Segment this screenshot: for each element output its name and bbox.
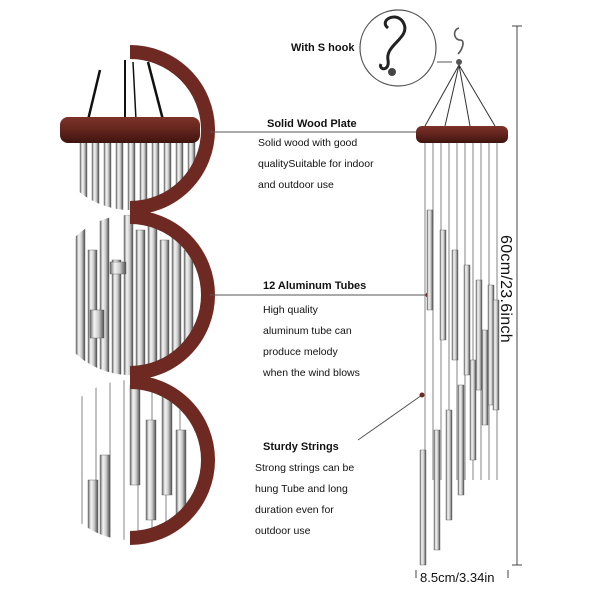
width-dimension: 8.5cm/3.34in [420,570,495,585]
feature-heading-sturdy-strings: Sturdy Strings [263,441,339,453]
tube-detail [183,249,194,375]
tube-detail [99,454,111,540]
zoom-wood-plate [60,45,215,215]
chime-tube [481,329,489,426]
tube-detail [161,394,173,496]
s-hook-zoom [359,9,437,87]
tube-detail [111,259,122,375]
feature-desc-sturdy-strings: Strong strings can be hung Tube and long… [255,462,355,537]
tube-detail [79,139,88,210]
tube-detail [109,261,127,275]
tube-detail [135,229,146,375]
feature-desc-wood-plate: Solid wood with good qualitySuitable for… [258,137,374,191]
tube-detail [163,139,172,210]
tube-detail [103,139,112,210]
tube-detail [171,215,182,375]
s-hook-icon [453,27,464,55]
tube-detail [89,309,105,339]
tube-detail [99,215,110,375]
height-dimension: 60cm/23.6inch [497,235,514,343]
tube-detail [147,215,158,375]
tube-detail [123,215,134,375]
feature-heading-aluminum-tubes: 12 Aluminum Tubes [263,280,367,292]
tube-detail [87,479,99,540]
hook-label: With S hook [291,42,355,54]
chime-tube [492,299,500,411]
leader-lines [210,61,452,441]
chime-tube [419,449,427,566]
wood-plate [416,126,508,143]
dimension-lines [415,25,522,578]
wind-chime [416,27,508,566]
chime-tube [475,279,483,391]
feature-heading-wood-plate: Solid Wood Plate [267,118,357,130]
zoom-aluminum-tubes [75,210,215,380]
chime-tube [445,409,453,521]
chime-tube [426,209,434,311]
chime-tube [457,384,465,496]
tube-detail [159,239,170,375]
zoom-sturdy-strings [81,375,215,545]
chime-tube [451,249,459,361]
tube-detail [75,215,86,375]
chime-tube [433,429,441,551]
tube-detail [145,419,157,521]
chime-tube [439,229,447,341]
chime-tube [469,359,477,461]
feature-desc-aluminum-tubes: High quality aluminum tube can produce m… [263,304,360,379]
tube-detail [115,139,124,210]
chime-tube [463,264,471,376]
tube-detail [91,139,100,210]
tube-detail [129,384,141,486]
